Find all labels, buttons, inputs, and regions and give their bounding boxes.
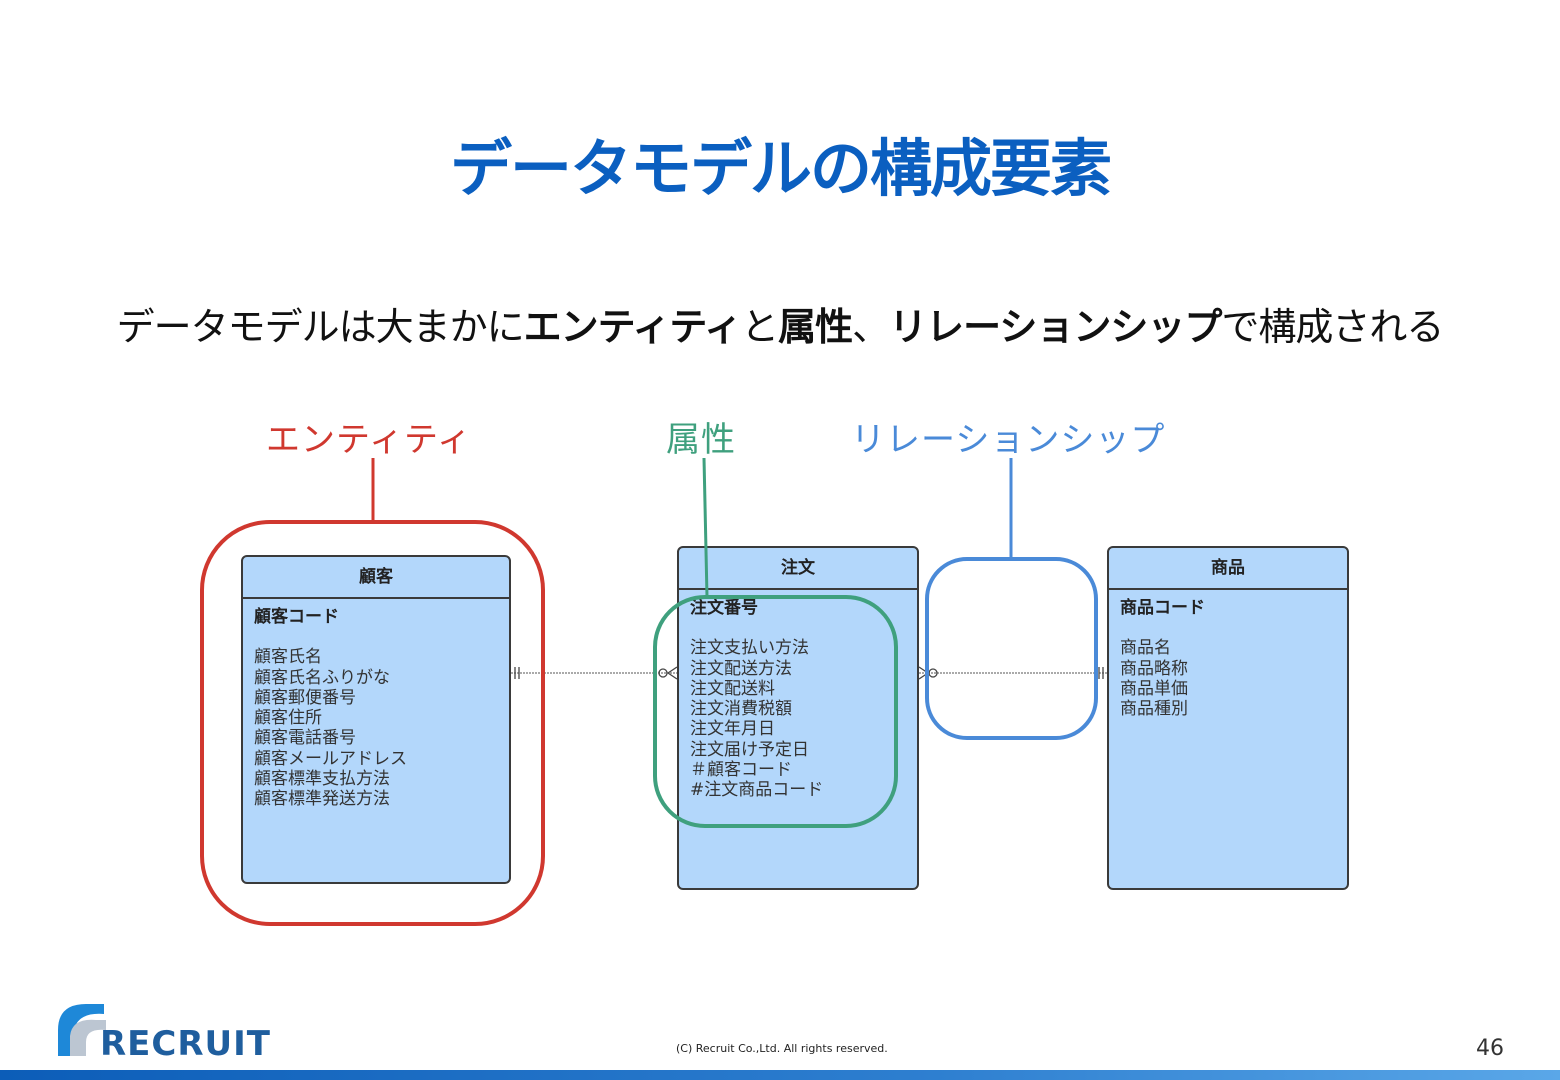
callout-relationship-label: リレーションシップ: [851, 420, 1166, 460]
zero-or-many-marker: [658, 666, 678, 680]
attr-row: 商品種別: [1120, 699, 1188, 720]
entity-order: 注文 注文番号 注文支払い方法 注文配送方法 注文配送料 注文消費税額 注文年月…: [677, 546, 919, 890]
recruit-logo-mark: [58, 1004, 106, 1056]
one-and-only-one-marker: [1098, 667, 1104, 679]
attr-row: ＃顧客コード: [690, 760, 792, 781]
callout-entity-label: エンティティ: [266, 420, 472, 460]
attr-row: 注文配送料: [690, 678, 775, 699]
attr-row: 顧客電話番号: [254, 728, 356, 749]
callout-attribute-outline: [653, 595, 898, 828]
bottom-accent-bar: [0, 1070, 1560, 1080]
attr-row: 商品単価: [1120, 678, 1188, 699]
attr-row: 注文支払い方法: [690, 638, 809, 659]
callout-relationship-outline: [925, 557, 1098, 740]
attr-row: 注文年月日: [690, 719, 775, 740]
attr-row: 注文消費税額: [690, 699, 792, 720]
slide-title: データモデルの構成要素: [449, 132, 1112, 205]
subtitle-text-3: 、: [852, 305, 890, 349]
recruit-logo-text: RECRUIT: [100, 1024, 271, 1064]
entity-product: 商品 商品コード 商品名 商品略称 商品単価 商品種別: [1107, 546, 1349, 890]
entity-customer-title: 顧客: [243, 557, 509, 599]
attr-row: 顧客住所: [254, 708, 322, 729]
slide-subtitle: データモデルは大まかにエンティティと属性、リレーションシップで構成される: [0, 296, 1560, 351]
callout-attribute-line: [702, 457, 709, 598]
attr-row: #注文商品コード: [690, 780, 824, 801]
callout-attribute-label: 属性: [666, 420, 736, 460]
attr-row: 顧客氏名ふりがな: [254, 667, 390, 688]
attr-row: 顧客標準発送方法: [254, 789, 390, 810]
subtitle-attribute: 属性: [778, 305, 853, 349]
subtitle-text-4: で構成される: [1221, 305, 1444, 349]
subtitle-text-1: データモデルは大まかに: [116, 305, 525, 349]
page-number: 46: [1476, 1036, 1504, 1061]
attr-row: 顧客標準支払方法: [254, 769, 390, 790]
attr-row: 商品名: [1120, 638, 1171, 659]
entity-product-title: 商品: [1109, 548, 1347, 590]
subtitle-entity: エンティティ: [523, 305, 742, 349]
entity-customer-pk: 顧客コード: [254, 607, 339, 627]
entity-order-pk: 注文番号: [690, 598, 758, 618]
attr-row: 商品略称: [1120, 658, 1188, 679]
entity-order-title: 注文: [679, 548, 917, 590]
subtitle-text-2: と: [741, 305, 779, 349]
subtitle-relationship: リレーションシップ: [889, 305, 1222, 349]
callout-entity-outline: [200, 520, 545, 926]
attr-row: 注文配送方法: [690, 658, 792, 679]
copyright-text: (C) Recruit Co.,Ltd. All rights reserved…: [676, 1042, 888, 1055]
entity-customer: 顧客 顧客コード 顧客氏名 顧客氏名ふりがな 顧客郵便番号 顧客住所 顧客電話番…: [241, 555, 511, 884]
one-and-only-one-marker: [514, 667, 520, 679]
attr-row: 顧客氏名: [254, 647, 322, 668]
attr-row: 顧客郵便番号: [254, 687, 356, 708]
attr-row: 顧客メールアドレス: [254, 748, 407, 769]
attr-row: 注文届け予定日: [690, 739, 809, 760]
entity-product-pk: 商品コード: [1120, 598, 1205, 618]
